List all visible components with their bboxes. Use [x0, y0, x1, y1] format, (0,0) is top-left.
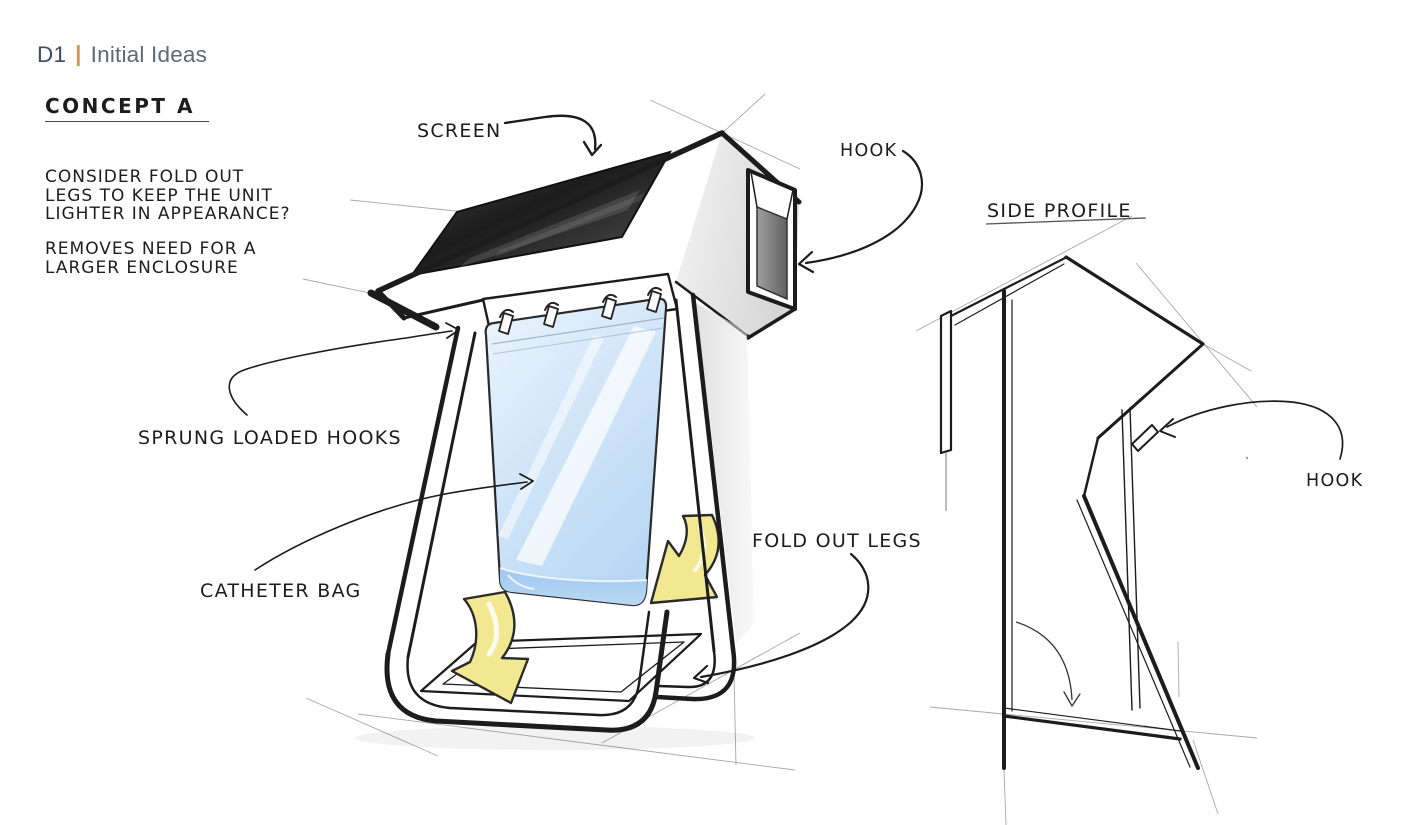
label-screen: SCREEN [417, 120, 502, 142]
profile-front-panel [939, 309, 953, 455]
doc-code: D1 [37, 42, 67, 67]
bag-seam [491, 317, 665, 345]
screen-glare [458, 190, 640, 268]
liquid-meniscus [499, 567, 648, 583]
note-line: REMOVES NEED FOR A [45, 239, 257, 259]
label-hook-side: HOOK [1306, 471, 1363, 491]
label-side-profile: SIDE PROFILE [987, 200, 1132, 222]
catheter-bag-sketch [484, 297, 668, 607]
bag-liquid [500, 568, 647, 606]
screen-arrow [503, 114, 603, 157]
ground-shadow [355, 726, 755, 750]
bag-seam [492, 327, 664, 355]
main-unit-sketch [355, 130, 802, 750]
annotations: SCREEN HOOK SIDE PROFILE SPRUNG LOADED H… [138, 114, 1363, 685]
page-title: Initial Ideas [90, 42, 208, 67]
page-header: D1 | Initial Ideas [37, 41, 208, 68]
hook-box-opening [756, 205, 788, 301]
fold-arrow-center [450, 590, 530, 705]
frame-legs [384, 292, 737, 733]
bag-highlight [516, 326, 656, 566]
note-line: LIGHTER IN APPEARANCE? [45, 204, 291, 224]
note-line: CONSIDER FOLD OUT [45, 167, 245, 187]
catheter-bag-arrow [254, 473, 534, 571]
concept-title: CONCEPT A [45, 94, 209, 122]
note-fold-out-legs: CONSIDER FOLD OUT LEGS TO KEEP THE UNIT … [45, 168, 291, 224]
stray-dot [1245, 456, 1249, 460]
side-profile-sketch [939, 217, 1205, 770]
note-line: LEGS TO KEEP THE UNIT [45, 185, 273, 206]
profile-hook-detail [1131, 424, 1159, 452]
bag-highlight [498, 335, 604, 539]
profile-hanging-bar [1121, 409, 1133, 711]
label-fold-out-legs: FOLD OUT LEGS [752, 530, 922, 552]
label-catheter-bag: CATHETER BAG [200, 580, 362, 602]
header-divider: | [75, 41, 82, 66]
fold-out-legs-arrow [692, 552, 870, 685]
hook-side-arrow [1159, 400, 1344, 460]
hook-top-arrow [797, 149, 924, 274]
fold-motion-arc [1015, 621, 1081, 707]
screen-glare [495, 193, 645, 257]
note-line: LARGER ENCLOSURE [45, 257, 239, 278]
hook-enclosure [746, 168, 797, 340]
label-sprung-loaded-hooks: SPRUNG LOADED HOOKS [138, 427, 402, 449]
sprung-hooks-arrow [228, 322, 460, 416]
side-profile-underline [985, 217, 1147, 225]
frame-side-shade [696, 303, 754, 643]
label-hook-top: HOOK [840, 141, 897, 161]
note-enclosure: REMOVES NEED FOR A LARGER ENCLOSURE [45, 240, 257, 277]
